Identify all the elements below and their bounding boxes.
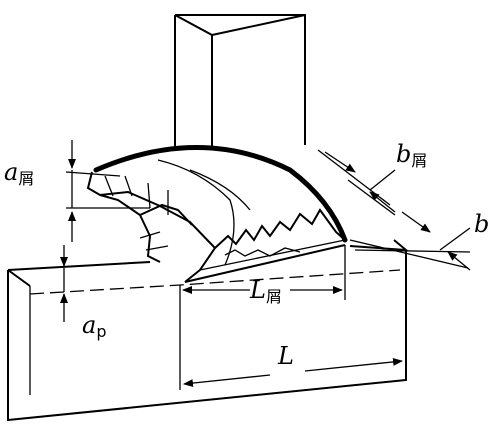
label-ap: ap <box>82 311 106 341</box>
curled-chip <box>86 145 348 283</box>
dim-L-chip <box>179 245 346 390</box>
dim-a-chip <box>65 140 150 242</box>
dim-b <box>349 211 471 271</box>
cutting-tool <box>174 14 306 150</box>
label-L-chip: L屑 <box>249 276 282 306</box>
label-b: b <box>474 210 489 238</box>
dim-b-chip <box>317 149 396 216</box>
label-L: L <box>277 342 294 370</box>
label-a-chip: a屑 <box>4 158 34 188</box>
label-b-chip: b屑 <box>396 140 427 170</box>
dim-L <box>183 357 403 388</box>
workpiece <box>7 239 410 422</box>
